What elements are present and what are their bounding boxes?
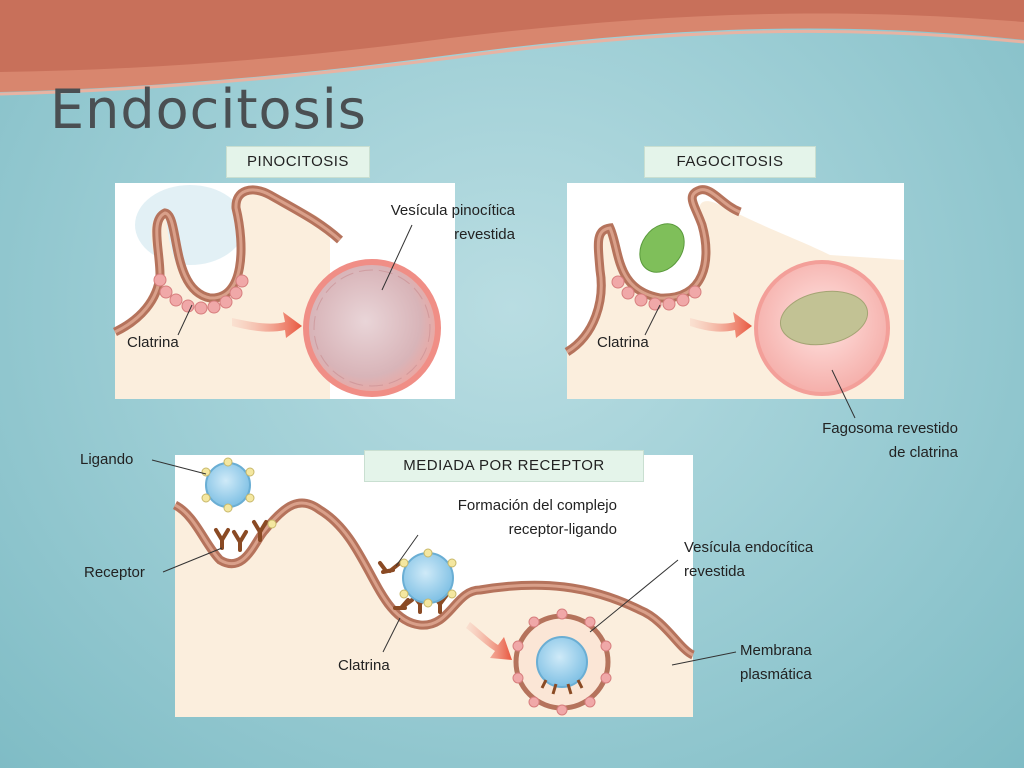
- receptor-clathrin-label: Clatrina: [338, 655, 390, 677]
- endocytic-vesicle-label-2: revestida: [684, 561, 745, 583]
- ligand-label: Ligando: [80, 449, 133, 471]
- pinocytosis-clathrin-label: Clatrina: [127, 332, 179, 354]
- complex-formation-label-1: Formación del complejo: [400, 495, 617, 517]
- phagocytosis-clathrin-label: Clatrina: [597, 332, 649, 354]
- complex-formation-label-2: receptor-ligando: [400, 519, 617, 541]
- plasma-membrane-label-1: Membrana: [740, 640, 812, 662]
- endocytic-vesicle-label-1: Vesícula endocítica: [684, 537, 813, 559]
- pinocytic-vesicle-label-2: revestida: [330, 224, 515, 246]
- phagocytosis-illustration: [567, 190, 904, 418]
- receptor-label: Receptor: [84, 562, 145, 584]
- plasma-membrane-label-2: plasmática: [740, 664, 812, 686]
- phagosome-label-2: de clatrina: [760, 442, 958, 464]
- pinocytic-vesicle-label-1: Vesícula pinocítica: [330, 200, 515, 222]
- phagosome-label-1: Fagosoma revestido: [760, 418, 958, 440]
